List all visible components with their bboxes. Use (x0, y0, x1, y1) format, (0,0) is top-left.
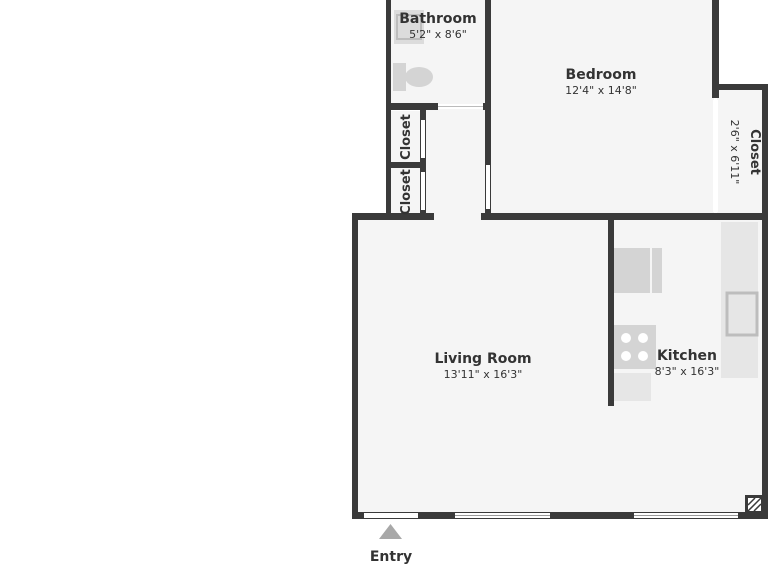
room-name-bedroom: Bedroom (566, 67, 637, 83)
burner (621, 351, 631, 361)
vent-hatch (753, 503, 762, 512)
wall (608, 218, 614, 406)
wall (712, 84, 768, 90)
floor-closet-top (391, 111, 420, 162)
dishwasher (614, 373, 651, 401)
vent-hatch (747, 497, 762, 512)
kitchen-sink (725, 291, 759, 337)
walls (352, 0, 768, 519)
toilet-tank (393, 63, 406, 91)
entry-label: Entry (370, 549, 412, 565)
room-dims-closet-bedroom: 2'6" x 6'11" (728, 120, 741, 185)
bedroom-door-opening (486, 165, 490, 209)
room-name-closet-top: Closet (399, 114, 414, 160)
wall (352, 213, 434, 220)
room-name-bathroom: Bathroom (399, 11, 477, 27)
toilet-bowl (405, 67, 433, 87)
closet-door-top (421, 120, 425, 158)
floor-living-kitchen (356, 218, 764, 515)
room-dims-bathroom: 5'2" x 8'6" (409, 28, 467, 41)
openings (364, 100, 738, 518)
room-dims-kitchen: 8'3" x 16'3" (655, 365, 720, 378)
floor-closet-bot (391, 168, 420, 215)
burner (638, 333, 648, 343)
wall (386, 103, 438, 110)
entry-arrow-icon (379, 524, 402, 539)
floor-closet-bed (717, 88, 765, 216)
wall (352, 512, 768, 519)
burner (638, 351, 648, 361)
refrigerator (614, 248, 662, 293)
wall (352, 213, 358, 519)
room-dims-bedroom: 12'4" x 14'8" (565, 84, 637, 97)
room-name-closet-bottom: Closet (399, 169, 414, 215)
room-name-closet-bedroom: Closet (747, 129, 762, 175)
wall (481, 213, 768, 220)
entry-door-opening (364, 513, 418, 518)
vent-hatch (747, 497, 756, 506)
room-name-living-room: Living Room (434, 351, 531, 367)
room-dims-living-room: 13'11" x 16'3" (444, 368, 523, 381)
wall (712, 0, 719, 98)
bedroom-closet-opening (713, 100, 718, 212)
floors (356, 0, 765, 515)
closet-door-bot (421, 172, 425, 210)
wall (485, 0, 491, 106)
wall (762, 84, 768, 518)
wall (386, 162, 426, 168)
fixtures (393, 10, 764, 514)
room-name-kitchen: Kitchen (657, 348, 717, 364)
stove (614, 325, 656, 369)
bathroom-sink-basin (396, 14, 422, 40)
wall (485, 106, 491, 216)
burner (621, 333, 631, 343)
floor-hall (424, 106, 488, 218)
floor-bedroom (490, 0, 714, 216)
